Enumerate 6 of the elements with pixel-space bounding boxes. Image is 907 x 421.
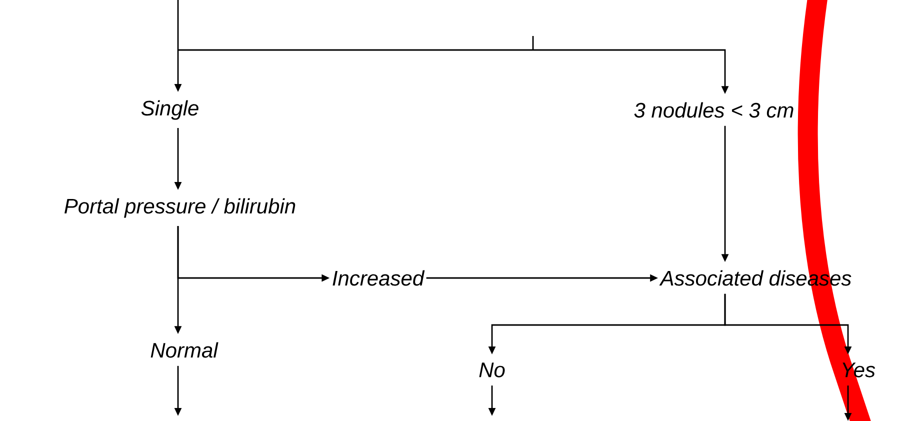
flow-label: Single <box>141 100 198 120</box>
flow-label: Increased <box>332 270 425 286</box>
flow-label: Normal <box>150 342 218 358</box>
flow-label: Portal pressure / bilirubin <box>64 198 296 218</box>
flow-label: 3 nodules < 3 cm <box>634 102 794 118</box>
flow-label: No <box>479 362 505 378</box>
